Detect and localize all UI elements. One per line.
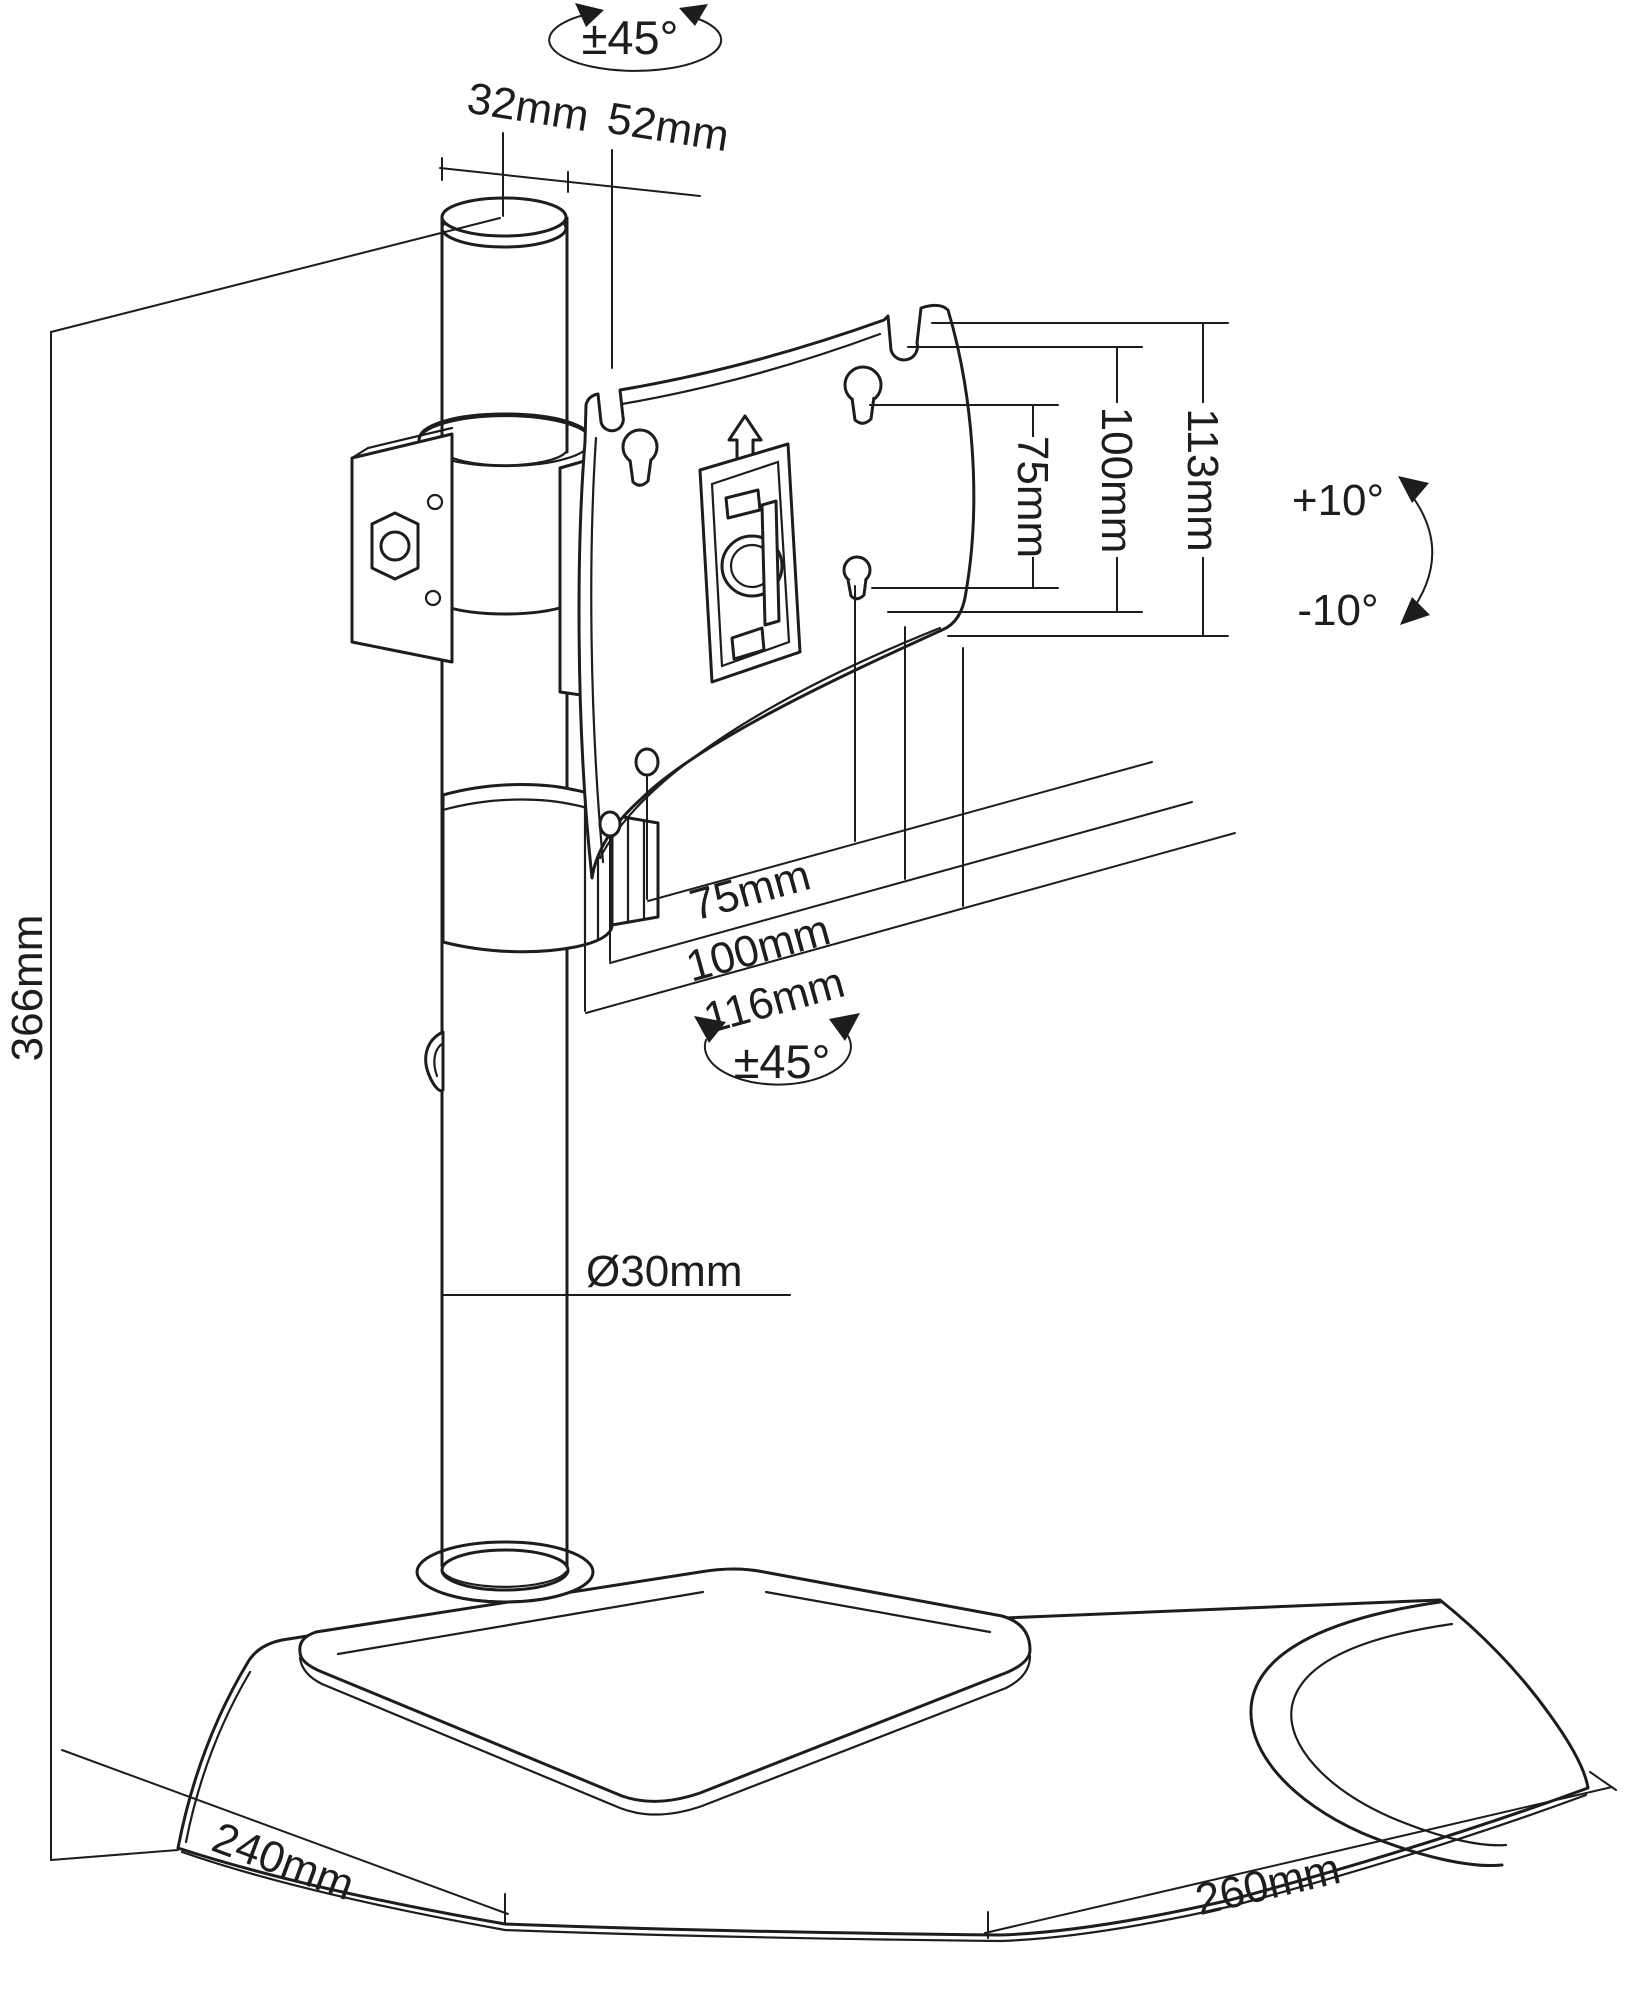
top-rotation-arrow-right (679, 4, 708, 26)
base-cutout-outer (1249, 1600, 1504, 1867)
plate-left-flange (590, 436, 605, 864)
tilt-arc (1404, 486, 1434, 617)
keyhole-top-left (621, 428, 659, 466)
dim-label-vesa-vertical-100: 100mm (1092, 407, 1141, 554)
base-collar-inner (440, 1548, 570, 1592)
clamp-bolt-head (379, 530, 411, 562)
dim-label-rotation-top: ±45° (582, 11, 679, 64)
dim-line-260 (984, 1786, 1613, 1934)
platform-thickness (298, 1654, 1032, 1816)
keyhole-bottom-right-tail (846, 578, 868, 601)
insert-tab-bottom (730, 626, 766, 661)
vesa-rotation-arrow-left (694, 1016, 726, 1043)
vesa-rotation-arrow-right (829, 1013, 860, 1041)
keyhole-top-right-tail (850, 396, 876, 425)
plate-height-ext-bottom (871, 587, 1229, 637)
dim-label-arm-offset: 52mm (604, 94, 732, 162)
base-collar-rim (417, 1576, 593, 1603)
dim-label-stand-height: 366mm (3, 915, 52, 1062)
cable-hook-inner (433, 1041, 445, 1078)
h116-leaders (584, 647, 964, 1012)
base (176, 1538, 1590, 1943)
pole-into-base (440, 1538, 569, 1568)
h75-leaders (646, 585, 856, 900)
top-rotation-arc (548, 13, 723, 72)
dim-label-cap-diameter: 32mm (464, 74, 592, 142)
hole-bottom-left-outer (598, 810, 622, 838)
base-collar-front-arc (441, 1570, 568, 1588)
insert-tab-top (724, 488, 762, 520)
top-dim-line (439, 167, 701, 197)
label-bg (1009, 437, 1057, 557)
vesa-rotation-arc (703, 1035, 852, 1086)
dimension-lines (50, 3, 1617, 1939)
dim-label-tilt-down: -10° (1297, 586, 1378, 635)
dim-line-240 (61, 1749, 509, 1915)
base-left-rim (184, 1670, 252, 1844)
keyhole-top-left-tail (628, 458, 653, 487)
strap-buckle-ribs (626, 816, 646, 923)
bracket-hole-bottom (424, 589, 442, 607)
hole-bottom-left-inner (634, 747, 660, 777)
dim-label-plate-height: 113mm (1178, 408, 1227, 551)
dim-label-pole-diameter: Ø30mm (586, 1247, 742, 1296)
dim-line-h75 (647, 761, 1153, 902)
platform-bevel (336, 1590, 992, 1656)
pole-clamp (350, 410, 593, 664)
vesa-plate (577, 303, 976, 880)
insert-inner (710, 460, 791, 668)
bracket-hole-top (426, 493, 444, 511)
label-bg (1093, 403, 1141, 557)
top-rotation-arrow-left (575, 3, 604, 27)
plate-height-ext-top (869, 322, 1229, 406)
tilt-arrow-down (1400, 597, 1430, 625)
dim-label-tilt-up: +10° (1292, 476, 1384, 525)
label-bg (1179, 403, 1227, 557)
tilt-arrow-up (1398, 476, 1429, 503)
h100-leaders (609, 626, 906, 962)
base-platform (298, 1567, 1032, 1803)
dim-label-vesa-vertical-75: 75mm (1008, 436, 1057, 558)
dim-260-ticks (987, 1771, 1617, 1939)
insert-slot-right (760, 499, 781, 627)
monitor-stand-drawing (176, 196, 1590, 1943)
plate-top-flange (620, 332, 882, 406)
base-front-rim (180, 1793, 1588, 1943)
dim-line-h116 (585, 832, 1236, 1014)
clamp-bracket-bevel (350, 426, 454, 460)
dim-line-h100 (609, 801, 1193, 964)
top-dim-ticks (441, 157, 569, 193)
cable-hook (424, 1030, 445, 1093)
base-cutout-inner (1290, 1622, 1508, 1847)
height-extension-top (50, 217, 501, 333)
height-extension-bottom (50, 1849, 179, 1861)
dim-label-rotation-vesa: ±45° (734, 1035, 831, 1088)
